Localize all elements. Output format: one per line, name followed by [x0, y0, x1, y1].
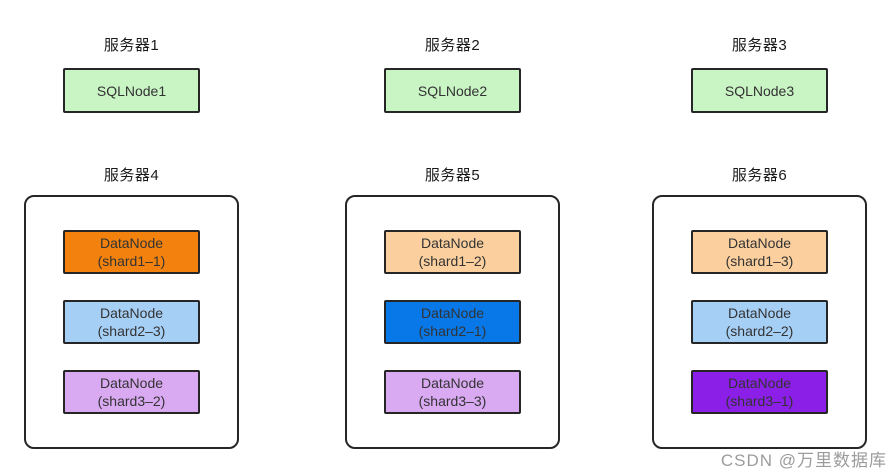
datanode-name: DataNode [420, 305, 485, 321]
csdn-watermark: CSDN @万里数据库 [720, 451, 887, 470]
sqlnode-box-3: SQLNode3 [691, 68, 828, 113]
server-label-3: 服务器3 [731, 37, 788, 54]
server-label-2: 服务器2 [424, 37, 481, 54]
datanode-box-shard3-2: DataNode (shard3–2) [63, 370, 200, 414]
sql-server-group-1: 服务器1 SQLNode1 [24, 36, 239, 113]
server-container-5: DataNode (shard1–2) DataNode (shard2–1) … [345, 195, 560, 449]
data-server-group-6: 服务器6 DataNode (shard1–3) DataNode (shard… [652, 166, 867, 449]
datanode-box-shard3-3: DataNode (shard3–3) [384, 370, 521, 414]
datanode-shard: (shard1–2) [418, 253, 487, 269]
datanode-name: DataNode [99, 305, 164, 321]
server-label-5: 服务器5 [424, 167, 481, 184]
datanode-name: DataNode [727, 375, 792, 391]
sqlnode-label-2: SQLNode2 [417, 82, 488, 99]
sqlnode-label-3: SQLNode3 [724, 82, 795, 99]
datanode-box-shard2-3: DataNode (shard2–3) [63, 300, 200, 344]
datanode-name: DataNode [727, 235, 792, 251]
datanode-shard: (shard2–2) [725, 323, 794, 339]
data-server-group-5: 服务器5 DataNode (shard1–2) DataNode (shard… [345, 166, 560, 449]
datanode-name: DataNode [99, 375, 164, 391]
sql-server-group-2: 服务器2 SQLNode2 [345, 36, 560, 113]
datanode-box-shard1-2: DataNode (shard1–2) [384, 230, 521, 274]
datanode-shard: (shard1–3) [725, 253, 794, 269]
server-label-1: 服务器1 [103, 37, 160, 54]
datanode-box-shard1-3: DataNode (shard1–3) [691, 230, 828, 274]
datanode-shard: (shard3–1) [725, 393, 794, 409]
sql-server-group-3: 服务器3 SQLNode3 [652, 36, 867, 113]
server-label-4: 服务器4 [103, 167, 160, 184]
sqlnode-box-1: SQLNode1 [63, 68, 200, 113]
datanode-box-shard1-1: DataNode (shard1–1) [63, 230, 200, 274]
datanode-box-shard3-1: DataNode (shard3–1) [691, 370, 828, 414]
server-container-6: DataNode (shard1–3) DataNode (shard2–2) … [652, 195, 867, 449]
data-server-group-4: 服务器4 DataNode (shard1–1) DataNode (shard… [24, 166, 239, 449]
datanode-box-shard2-2: DataNode (shard2–2) [691, 300, 828, 344]
sqlnode-box-2: SQLNode2 [384, 68, 521, 113]
datanode-shard: (shard2–3) [97, 323, 166, 339]
server-label-6: 服务器6 [731, 167, 788, 184]
datanode-box-shard2-1: DataNode (shard2–1) [384, 300, 521, 344]
datanode-shard: (shard2–1) [418, 323, 487, 339]
datanode-shard: (shard3–2) [97, 393, 166, 409]
datanode-shard: (shard1–1) [97, 253, 166, 269]
datanode-name: DataNode [420, 375, 485, 391]
datanode-name: DataNode [99, 235, 164, 251]
datanode-shard: (shard3–3) [418, 393, 487, 409]
datanode-name: DataNode [420, 235, 485, 251]
datanode-name: DataNode [727, 305, 792, 321]
server-container-4: DataNode (shard1–1) DataNode (shard2–3) … [24, 195, 239, 449]
sqlnode-label-1: SQLNode1 [96, 82, 167, 99]
